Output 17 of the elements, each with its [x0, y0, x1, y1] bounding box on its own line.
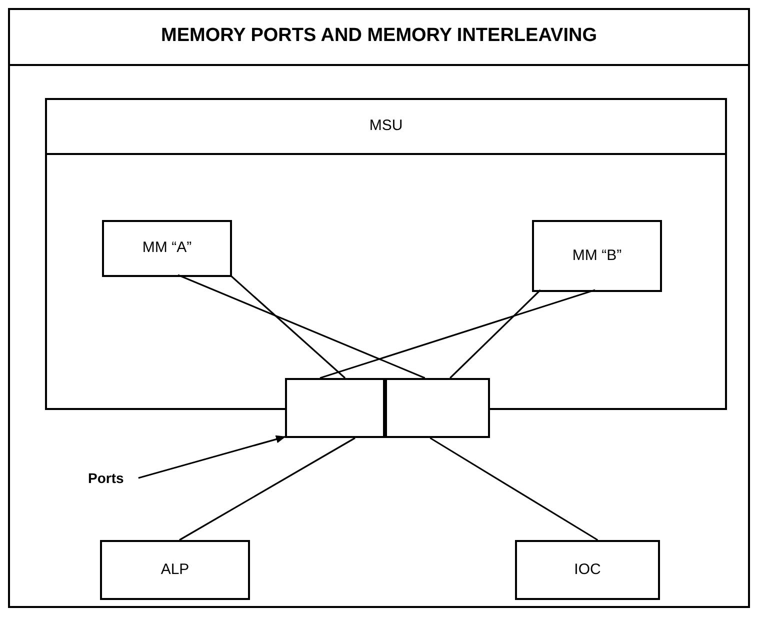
module-box: MM “B”: [532, 220, 662, 292]
unit-box: [45, 98, 727, 410]
module-box: ALP: [100, 540, 250, 600]
module-box: IOC: [515, 540, 660, 600]
port-box: [385, 378, 490, 438]
connector-line: [450, 289, 541, 379]
callout-label: Ports: [88, 468, 136, 488]
connector-line: [320, 289, 596, 379]
connector-line: [430, 437, 598, 541]
connector-line: [178, 274, 426, 379]
port-box: [285, 378, 385, 438]
connector-line: [179, 437, 356, 541]
leader-arrow: [138, 435, 286, 479]
diagram-title: MEMORY PORTS AND MEMORY INTERLEAVING: [161, 24, 597, 48]
module-box: MM “A”: [102, 220, 232, 277]
unit-heading: MSU: [369, 116, 403, 136]
connector-line: [229, 274, 346, 379]
